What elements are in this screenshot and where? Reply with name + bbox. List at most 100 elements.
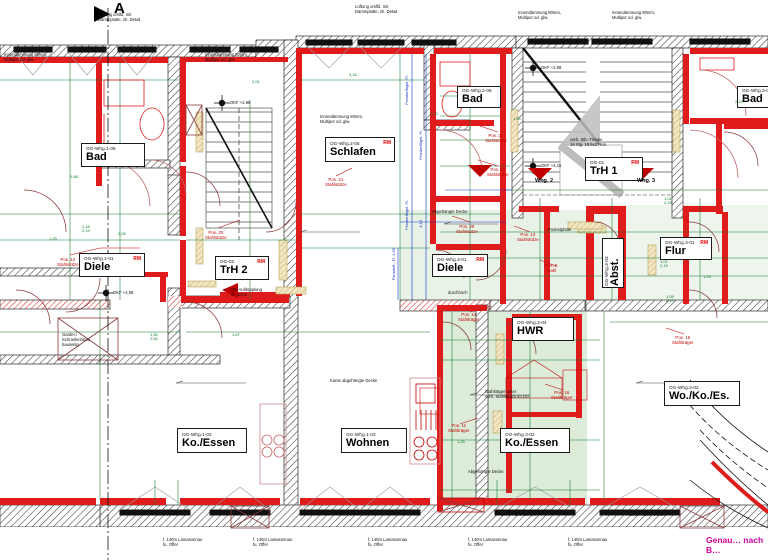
plan-annotation: BRH = OKF 84 cm (630, 512, 665, 517)
room-code: OG-Whg.2-05 (330, 140, 360, 146)
plan-annotation: f. 140m Lamasonnau fu. Offer (368, 537, 408, 548)
dimension-value: 1,01 2,19 (664, 196, 672, 205)
room-code: OG-Whg.1-03 (346, 431, 376, 437)
plan-annotation: Garder./ Schrankeinbau bauseitig (62, 332, 90, 348)
room-name: Diele (437, 261, 464, 274)
room-rm-flag: RM (631, 159, 639, 166)
dimension-value: 1,10 (430, 111, 438, 116)
steel-pos-id: Pos. 15 (675, 335, 691, 340)
dimension-value: 3,16 (349, 72, 357, 77)
plan-annotation: Innendämmung 80mm, Multipor od. glw. (320, 114, 364, 125)
room-name: Diele (84, 261, 111, 274)
steel-pos-type: Stahlstütze (325, 182, 347, 188)
steel-pos-id: Pos. 5 (545, 263, 558, 268)
room-name: Flur (665, 244, 686, 257)
room-name: HWR (517, 325, 544, 338)
room-name: Bad (86, 151, 107, 164)
window-dimension-text: Fensterflügel, Fl. (418, 130, 423, 160)
steel-pos-id: Pos. 14 (461, 312, 477, 317)
steel-pos-type: Stahlstütze (487, 172, 509, 178)
room-code: OG-Whg.3-02 (505, 431, 535, 437)
steel-pos-type: Stahlträger (672, 340, 694, 346)
room-code: OG-02 (220, 259, 235, 265)
plan-annotation: vorh. Stb.-Treppe 16 Stg. 18,5x27 cm (570, 137, 607, 148)
plan-annotation: OKF +4,15 (541, 163, 562, 168)
steel-pos-id: Pos. 20 (459, 224, 475, 229)
plan-annotation: OKF +2,99 (541, 65, 562, 70)
dimension-value: 1,05 2,19 (666, 294, 674, 303)
dimension-value: 2,19 (735, 99, 743, 104)
steel-pos-id: Pos. 11 (451, 423, 467, 428)
insulation-blocks (187, 109, 681, 434)
plan-annotation: Kante abgehängte Decke (330, 378, 378, 383)
plan-annotation: f. 140m Lamasonnau fu. Offer (568, 537, 608, 548)
staircase-trh1 (522, 47, 672, 199)
apartment-marker-label: Whg. 3 (637, 178, 656, 184)
steel-pos-type: Stahl (546, 268, 557, 274)
plan-annotation: Podestplatte (548, 227, 572, 232)
plan-annotation: OKF +4,08 (113, 290, 134, 295)
room-name: Bad (742, 93, 763, 106)
plan-annotation: f. 140m Lamasonnau fu. Offer (163, 537, 203, 548)
room-code: OG-Whg.1-02 (182, 431, 212, 437)
steel-pos-id: Pos. 16 (554, 390, 570, 395)
steel-pos-type: Stahlträger (551, 395, 573, 401)
plan-annotation: Innendämmung 80mm, Multipor od. glw. (205, 52, 249, 63)
window-dimension-text: Fensterflügel, Fl. (404, 75, 409, 105)
room-code: OG-Whg.3-02 (669, 384, 699, 390)
room-code: OG-01 (590, 160, 605, 166)
steel-pos-id: Pos. 20 (490, 167, 506, 172)
dimension-value: 1,01 2,19 (660, 259, 668, 268)
dimension-value: 1,25 (457, 439, 465, 444)
room-name: Ko./Essen (182, 436, 236, 449)
dimension-value: 2,18 2,19 (82, 224, 90, 233)
steel-pos-id: Pos. 13 (520, 232, 536, 237)
plan-annotation: f. 140m Lamasonnau fu. Offer (253, 537, 293, 548)
room-name: Bad (462, 93, 483, 106)
dimension-value: 1,25 (49, 236, 57, 241)
steel-pos-id: Pos. 20 (208, 230, 224, 235)
plan-annotation: Innendämmung 80mm, Multipor od. glw. (4, 52, 48, 63)
room-name: TrH 1 (590, 165, 618, 178)
plan-annotation: Abgehängte Decke (432, 209, 468, 214)
room-rm-flag: RM (476, 256, 484, 263)
steel-pos-id: Pos. 21 (328, 177, 344, 182)
steel-pos-type: Stahlstütze (205, 235, 227, 241)
window-dimension-text: 4,13 (418, 220, 423, 228)
room-code: OG-Whg.1-01 (84, 256, 114, 262)
dimension-value: 2,01 (252, 79, 260, 84)
room-rm-flag: RM (700, 239, 708, 246)
level-markers (98, 60, 541, 301)
plan-annotation: Stahlträger unter vorh. Stahlstütze im D… (485, 389, 530, 400)
room-rm-flag: RM (257, 258, 265, 265)
window-dimension-text: Fensterflügel, Fl. (404, 200, 409, 230)
plan-annotation: Abgehängte Decke (468, 469, 504, 474)
built-in-wardrobes (57, 104, 725, 529)
apartment-marker-label: Whg. 2 (535, 178, 554, 184)
steel-pos-type: Stahlstütze (485, 138, 507, 144)
plan-annotation: durchhoch (448, 290, 468, 295)
room-code: OG-Whg.3-01 (437, 256, 467, 262)
dimension-value: 1,25 (703, 274, 711, 279)
steel-pos-type: Stahlstütze (57, 262, 79, 268)
